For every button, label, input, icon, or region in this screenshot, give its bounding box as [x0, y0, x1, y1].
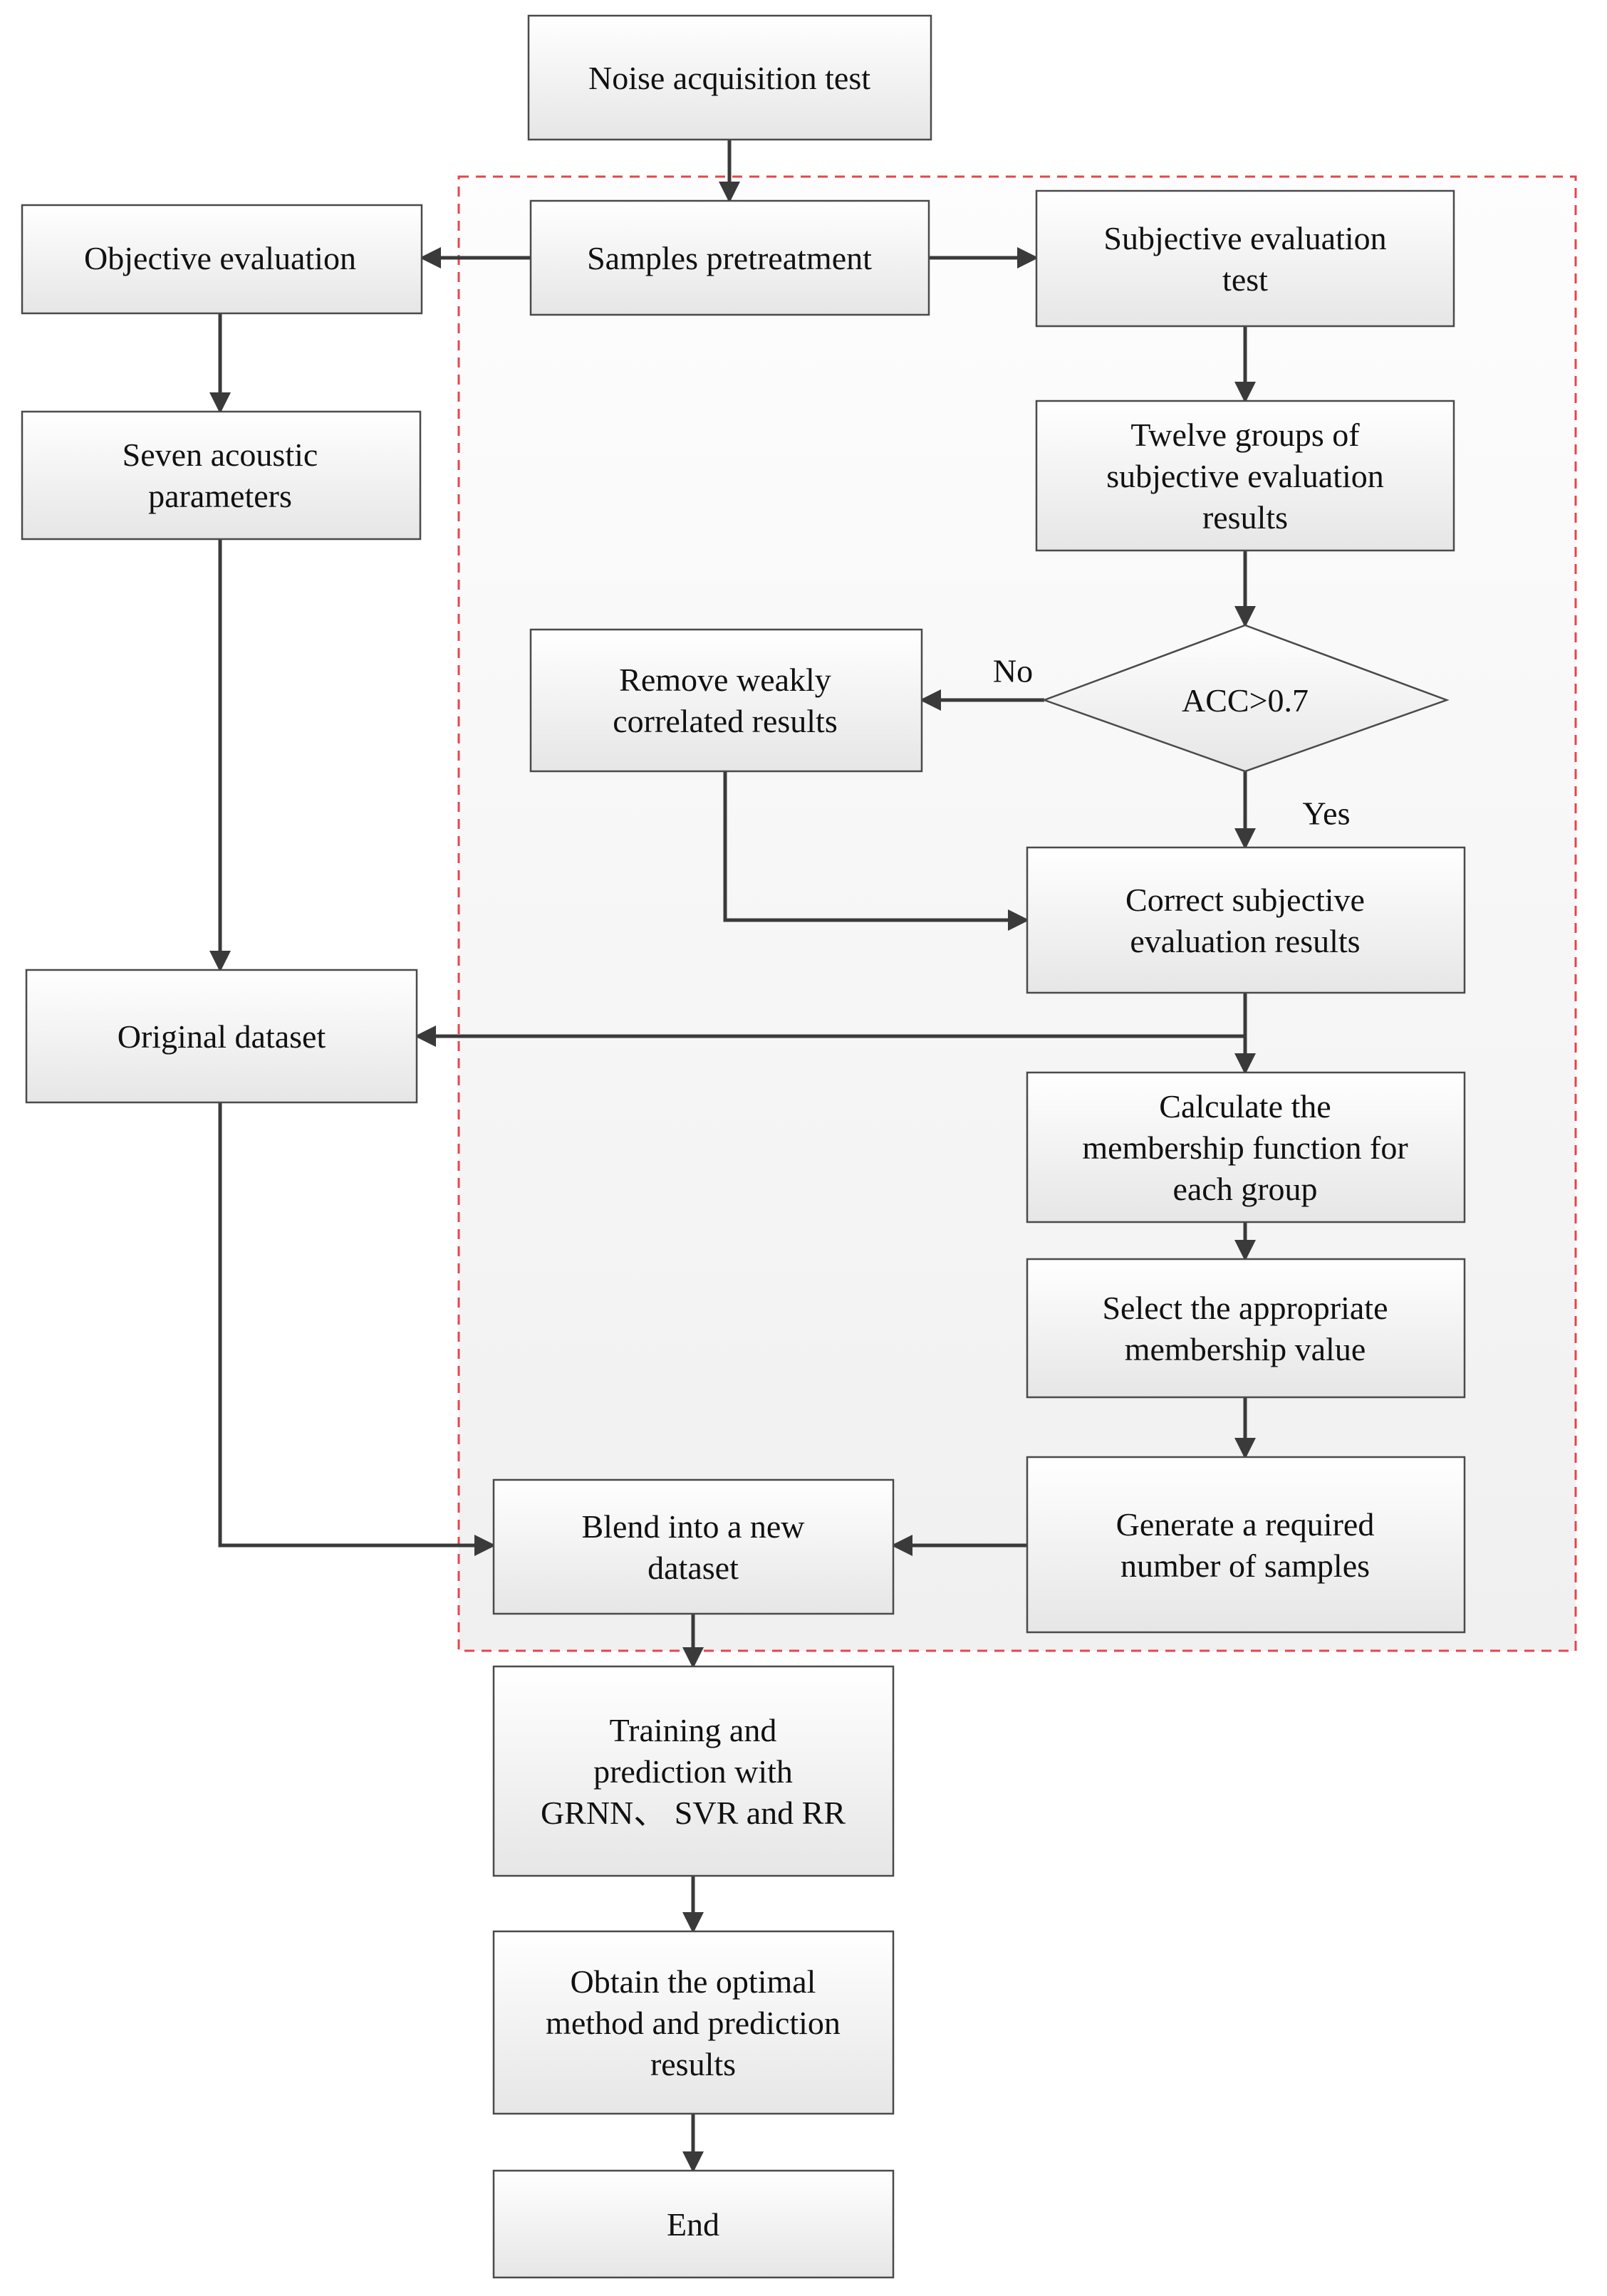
node-subjective-evaluation-test: Subjective evaluation test — [1035, 189, 1455, 328]
node-label-line: Select the appropriate — [1102, 1290, 1388, 1326]
node-select-membership-value: Select the appropriate membership value — [1026, 1258, 1466, 1399]
node-correct-subjective-results: Correct subjective evaluation results — [1026, 846, 1466, 994]
node-twelve-groups: Twelve groups of subjective evaluation res… — [1035, 400, 1455, 552]
node-seven-acoustic-parameters: Seven acoustic parameters — [21, 410, 422, 541]
node-label-line: Samples pretreatment — [587, 240, 872, 276]
node-label-line: prediction with — [593, 1753, 793, 1790]
node-label-line: GRNN、 SVR and RR — [541, 1795, 846, 1831]
node-acc-decision: ACC>0.7 — [1041, 624, 1450, 773]
svg-text:End: End — [667, 2206, 719, 2243]
node-label-line: Calculate the — [1159, 1088, 1331, 1124]
node-label-line: each group — [1172, 1171, 1317, 1207]
svg-text:Samples pretreatment: Samples pretreatment — [587, 240, 872, 276]
node-label-line: Training and — [610, 1712, 777, 1748]
edge-original-to-blend — [218, 1102, 496, 1556]
node-label-line: subjective evaluation — [1106, 458, 1384, 494]
svg-text:ACC>0.7: ACC>0.7 — [1182, 682, 1309, 719]
node-label-line: Remove weakly — [619, 662, 831, 698]
node-blend-new-dataset: Blend into a new dataset — [492, 1478, 895, 1615]
node-label-line: evaluation results — [1130, 923, 1360, 959]
node-remove-weakly-correlated: Remove weakly correlated results — [529, 628, 923, 773]
node-label-line: Obtain the optimal — [571, 1963, 816, 2000]
node-label-line: test — [1222, 261, 1268, 298]
node-label-line: correlated results — [613, 703, 837, 739]
node-label-line: method and prediction — [546, 2005, 841, 2041]
node-label-line: dataset — [648, 1550, 739, 1586]
node-obtain-optimal: Obtain the optimal method and prediction r… — [492, 1930, 895, 2115]
svg-text:Objective evaluation: Objective evaluation — [84, 240, 356, 276]
node-label-line: results — [1202, 499, 1288, 536]
node-label-line: Noise acquisition test — [588, 60, 870, 96]
node-label-line: Blend into a new — [582, 1508, 806, 1545]
node-label-line: Seven acoustic — [123, 437, 318, 473]
node-label-line: membership value — [1125, 1331, 1366, 1367]
node-generate-samples: Generate a required number of samples — [1026, 1456, 1466, 1634]
node-label-line: End — [667, 2206, 719, 2243]
node-label-line: results — [650, 2046, 736, 2082]
svg-text:Original dataset: Original dataset — [118, 1018, 326, 1055]
edge-label-no: No — [993, 653, 1033, 689]
node-label-line: Correct subjective — [1125, 882, 1365, 918]
node-label-line: number of samples — [1120, 1548, 1370, 1584]
svg-text:Noise acquisition test: Noise acquisition test — [588, 60, 870, 96]
node-label-line: Objective evaluation — [84, 240, 356, 276]
node-label-line: parameters — [148, 478, 292, 514]
node-membership-function: Calculate the membership function for each… — [1026, 1071, 1466, 1223]
node-label-line: Generate a required — [1116, 1506, 1375, 1543]
node-label-line: membership function for — [1082, 1129, 1408, 1166]
node-label-line: Original dataset — [118, 1018, 326, 1055]
node-original-dataset: Original dataset — [25, 969, 418, 1104]
node-label-line: Twelve groups of — [1130, 417, 1360, 453]
node-label-line: ACC>0.7 — [1182, 682, 1309, 719]
edge-label-yes: Yes — [1303, 795, 1351, 832]
node-end: End — [492, 2169, 895, 2279]
node-noise-acquisition-test: Noise acquisition test — [527, 14, 932, 141]
edges — [209, 140, 1256, 2173]
node-samples-pretreatment: Samples pretreatment — [529, 199, 930, 316]
node-objective-evaluation: Objective evaluation — [21, 204, 423, 315]
node-label-line: Subjective evaluation — [1103, 220, 1386, 256]
edge-remove-to-correct — [723, 771, 1029, 931]
